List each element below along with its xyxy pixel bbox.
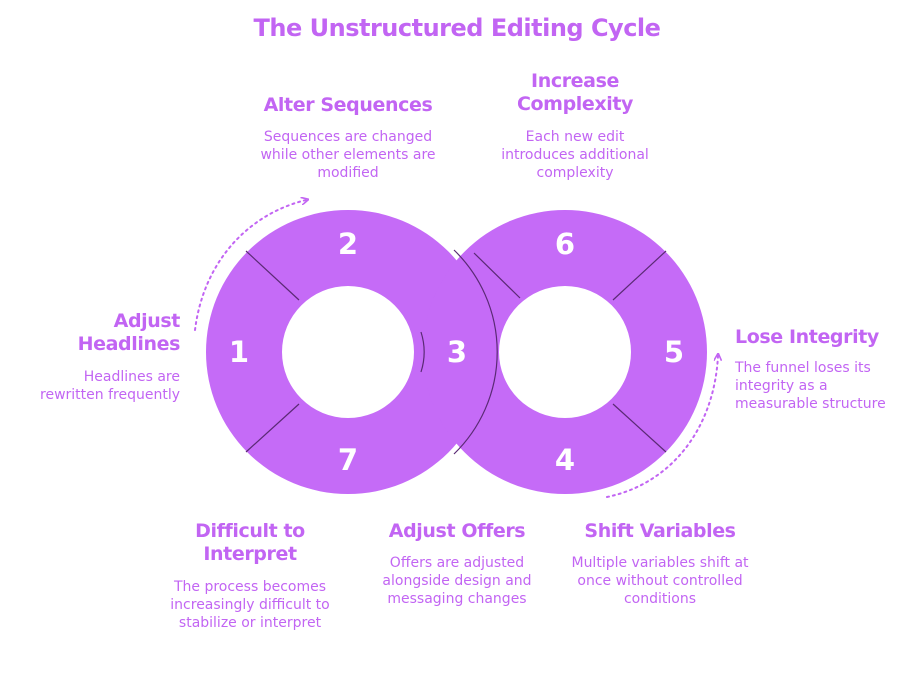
left-ring [205,209,491,495]
step-4-description: Multiple variables shift at once without… [571,555,749,607]
step-3-description: Offers are adjusted alongside design and… [382,555,532,607]
step-6-heading: Increase Complexity [516,70,634,115]
step-3-heading: Adjust Offers [388,520,526,542]
right-ring [423,210,707,494]
step-7-heading: Difficult to Interpret [195,520,305,565]
segment-number-7: 7 [337,443,359,477]
segment-number-2: 2 [337,227,359,261]
segment-3-inner-outline [420,331,425,373]
step-5-description: The funnel loses its integrity as a meas… [735,360,886,412]
right-ring-dividers [473,250,667,453]
step-7-description: The process becomes increasingly difficu… [170,579,330,631]
segment-number-5: 5 [663,335,685,369]
segment-number-1: 1 [228,335,250,369]
segment-number-3: 3 [446,335,468,369]
left-ring-dividers [245,250,300,453]
step-1-heading: Adjust Headlines [77,310,181,355]
segment-3-outline [453,249,498,455]
step-4-heading: Shift Variables [584,520,736,542]
step-6-description: Each new edit introduces additional comp… [501,129,649,181]
segment-number-4: 4 [554,443,576,477]
segment-number-6: 6 [554,227,576,261]
cycle-arrow-left [194,200,306,331]
step-1-description: Headlines are rewritten frequently [40,369,180,403]
page-title: The Unstructured Editing Cycle [253,14,661,42]
step-5-heading: Lose Integrity [735,326,879,348]
step-2-heading: Alter Sequences [263,94,433,116]
cycle-arrow-right [606,356,718,498]
step-2-description: Sequences are changed while other elemen… [260,129,436,181]
